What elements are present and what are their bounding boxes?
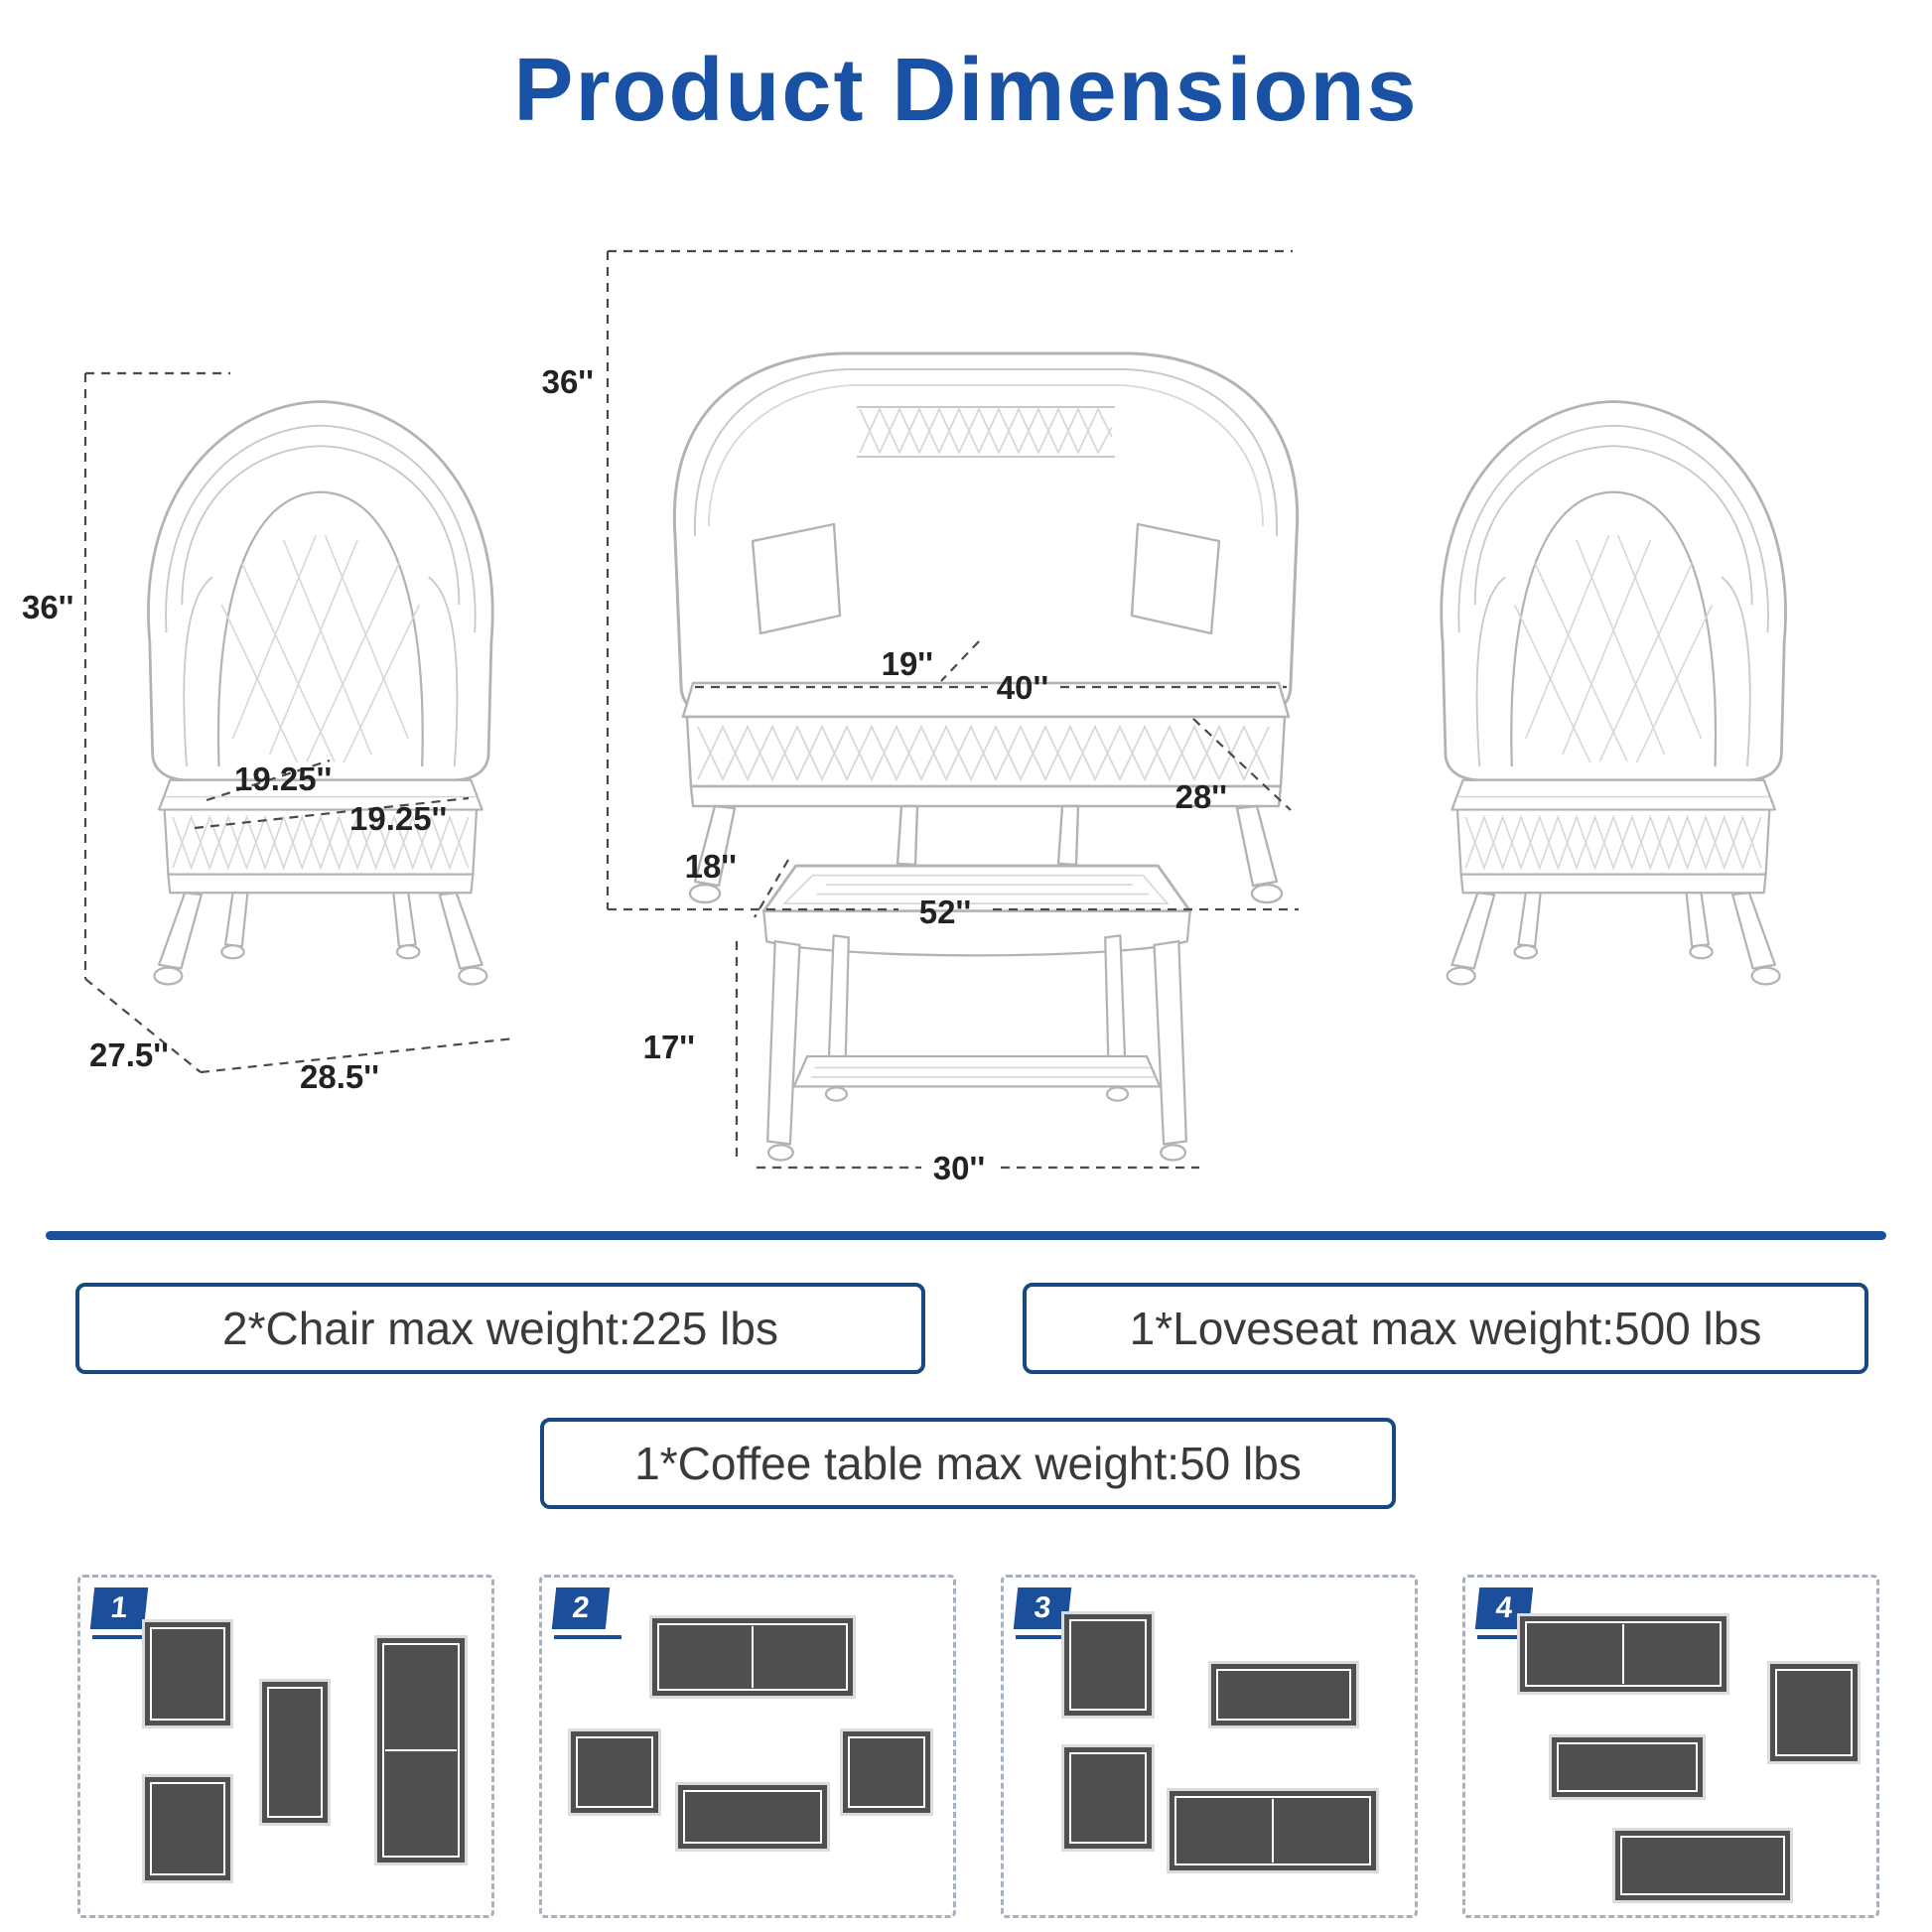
dimensions-diagram: 36'' 19.25'' 19.25'' 27.5'' 28.5'' 36'' … bbox=[22, 249, 1787, 1186]
page-title: Product Dimensions bbox=[513, 41, 1419, 140]
loveseat-cushion-divider bbox=[1622, 1624, 1624, 1684]
chair-seat-depth-label: 19.25'' bbox=[234, 760, 332, 797]
cushion-outline bbox=[657, 1623, 848, 1691]
cushion-outline bbox=[1525, 1621, 1722, 1687]
layout-4-loveseat bbox=[1517, 1613, 1729, 1695]
cushion-outline bbox=[1620, 1836, 1785, 1895]
cushion-outline bbox=[150, 1782, 225, 1875]
cushion-outline bbox=[267, 1687, 323, 1818]
loveseat-cushion-divider bbox=[752, 1626, 754, 1688]
chair-left-drawing bbox=[147, 400, 494, 986]
cushion-outline bbox=[848, 1736, 925, 1808]
loveseat-front-height-label: 28'' bbox=[1175, 778, 1227, 815]
chair-weight-spec-box: 2*Chair max weight:225 lbs bbox=[75, 1283, 925, 1374]
loveseat-height-label: 36'' bbox=[542, 363, 594, 400]
layout-option-4-panel: 4 bbox=[1462, 1575, 1879, 1918]
coffee-table-weight-spec-box: 1*Coffee table max weight:50 lbs bbox=[540, 1418, 1396, 1509]
coffee-table-dimension-lines bbox=[735, 859, 1199, 1170]
loveseat-dimension-lines bbox=[606, 249, 1299, 911]
layout-3-chair-top bbox=[1061, 1611, 1155, 1719]
table-top-depth-label: 18'' bbox=[685, 848, 737, 885]
cushion-outline bbox=[1069, 1619, 1147, 1711]
layout-2-coffee-table bbox=[675, 1782, 830, 1852]
layout-2-badge-underline bbox=[554, 1635, 621, 1639]
layout-1-coffee-table bbox=[259, 1679, 331, 1826]
cushion-outline bbox=[1174, 1796, 1371, 1865]
table-height-label: 17'' bbox=[643, 1029, 695, 1065]
layout-option-2-panel: 2 bbox=[539, 1575, 956, 1918]
layout-option-1-panel: 1 bbox=[77, 1575, 494, 1918]
loveseat-base-width-label: 52'' bbox=[919, 894, 971, 930]
cushion-outline bbox=[1069, 1752, 1147, 1844]
loveseat-weight-spec-text: 1*Loveseat max weight:500 lbs bbox=[1129, 1303, 1762, 1354]
layout-3-loveseat bbox=[1167, 1788, 1379, 1873]
layout-1-number-badge: 1 bbox=[89, 1587, 149, 1629]
loveseat-seat-width-label: 40'' bbox=[997, 669, 1048, 706]
layout-2-chair-left bbox=[568, 1728, 661, 1816]
layout-option-3-panel: 3 bbox=[1001, 1575, 1418, 1918]
loveseat-cushion-divider bbox=[1272, 1799, 1274, 1863]
layout-3-badge-underline bbox=[1016, 1635, 1083, 1639]
layout-3-coffee-table bbox=[1208, 1661, 1359, 1728]
coffee-table-weight-spec-text: 1*Coffee table max weight:50 lbs bbox=[634, 1438, 1302, 1489]
layout-3-chair-bottom bbox=[1061, 1744, 1155, 1852]
cushion-outline bbox=[150, 1627, 225, 1721]
chair-height-label: 36'' bbox=[22, 589, 73, 625]
loveseat-weight-spec-box: 1*Loveseat max weight:500 lbs bbox=[1023, 1283, 1868, 1374]
chair-seat-width-label: 19.25'' bbox=[349, 800, 447, 837]
table-width-label: 30'' bbox=[933, 1150, 985, 1186]
layout-4-badge-underline bbox=[1477, 1635, 1545, 1639]
layout-1-chair-bottom bbox=[142, 1774, 233, 1883]
layout-1-badge-underline bbox=[92, 1635, 160, 1639]
chair-right-drawing bbox=[1440, 400, 1787, 986]
layout-4-chair-right bbox=[1767, 1661, 1861, 1764]
chair-base-depth-label: 27.5'' bbox=[89, 1036, 169, 1073]
layout-4-coffee-table bbox=[1549, 1734, 1706, 1800]
layout-1-loveseat bbox=[374, 1635, 468, 1865]
chair-base-width-label: 28.5'' bbox=[300, 1058, 379, 1095]
section-divider bbox=[46, 1231, 1886, 1240]
loveseat-drawing bbox=[672, 351, 1300, 904]
loveseat-cushion-divider bbox=[385, 1749, 457, 1751]
cushion-outline bbox=[683, 1790, 822, 1844]
layout-1-chair-top bbox=[142, 1619, 233, 1728]
layout-2-loveseat bbox=[649, 1615, 856, 1699]
cushion-outline bbox=[382, 1643, 460, 1858]
cushion-outline bbox=[576, 1736, 653, 1808]
loveseat-seat-depth-label: 19'' bbox=[882, 645, 933, 682]
layout-4-chair-bottom bbox=[1612, 1828, 1793, 1903]
cushion-outline bbox=[1216, 1669, 1351, 1721]
cushion-outline bbox=[1775, 1669, 1853, 1756]
cushion-outline bbox=[1557, 1742, 1698, 1792]
layout-2-number-badge: 2 bbox=[551, 1587, 611, 1629]
chair-dimension-lines bbox=[83, 371, 515, 1074]
chair-weight-spec-text: 2*Chair max weight:225 lbs bbox=[222, 1303, 778, 1354]
layout-2-chair-right bbox=[840, 1728, 933, 1816]
